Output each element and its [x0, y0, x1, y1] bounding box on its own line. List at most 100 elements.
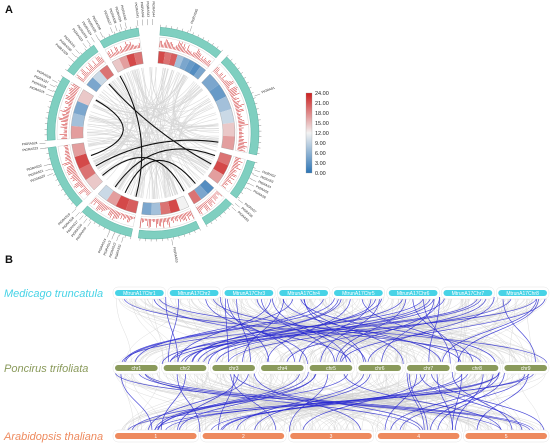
ring-tick [113, 31, 116, 35]
density-bar [74, 180, 82, 186]
density-bar [164, 39, 167, 48]
density-bar [186, 49, 190, 55]
gene-leader [106, 231, 110, 238]
gray-link [131, 70, 219, 142]
blue-synteny-link [271, 296, 347, 365]
gene-leader [254, 169, 261, 173]
gray-synteny-link [286, 371, 483, 433]
gray-synteny-link [474, 371, 518, 433]
gene-leader [248, 183, 254, 187]
density-bar [230, 92, 237, 96]
dark-link [102, 157, 185, 192]
gene-leader [86, 39, 91, 46]
density-bar [60, 120, 68, 123]
chromosome-segment [138, 195, 201, 242]
density-bar [221, 80, 225, 83]
density-bar [203, 202, 209, 210]
gray-link [178, 104, 213, 182]
gray-link [88, 142, 191, 188]
density-bar [198, 58, 201, 61]
density-bar [59, 119, 68, 121]
heatmap-cell [174, 54, 184, 69]
gray-synteny-link [260, 371, 271, 433]
legend-colorbar [305, 92, 313, 174]
density-bar [65, 151, 70, 154]
density-bar [235, 106, 242, 109]
density-bar [189, 210, 195, 219]
chromosome-bar [309, 365, 353, 371]
dark-link [114, 148, 216, 188]
density-bar [231, 97, 234, 99]
density-bar [197, 54, 202, 60]
density-bar [215, 69, 220, 74]
density-track [104, 37, 142, 61]
chromosome-ring [46, 76, 71, 141]
density-bar [238, 121, 245, 124]
density-bar [172, 46, 174, 50]
legend-tick: 18.00 [315, 111, 329, 117]
color-legend: 24.0021.0018.0015.0012.009.006.003.000.0… [305, 91, 329, 177]
gene-leader [82, 43, 87, 48]
density-bar [170, 41, 173, 49]
density-bar [112, 210, 117, 220]
gray-synteny-link [232, 296, 360, 365]
gray-synteny-link [402, 371, 476, 433]
gene-leader [100, 31, 104, 38]
density-bar [221, 78, 224, 81]
density-bar [86, 71, 91, 75]
gray-link [111, 81, 219, 127]
blue-synteny-link [236, 296, 251, 365]
density-bar [165, 218, 167, 223]
heatmap-cell [106, 190, 122, 207]
blue-synteny-link [212, 296, 462, 365]
gene-label: PtGRAS24 [22, 141, 38, 146]
blue-synteny-link [156, 371, 309, 433]
gray-link [161, 70, 175, 198]
chromosome-bar [224, 290, 274, 296]
gene-leader [246, 187, 252, 191]
gene-leader [75, 212, 80, 217]
blue-synteny-link [120, 371, 153, 433]
gray-synteny-link [320, 296, 395, 365]
density-bar [65, 101, 73, 104]
ring-tick [210, 221, 213, 225]
gene-label: PtGRAS2 [262, 170, 277, 179]
gray-link [95, 73, 134, 167]
density-bar [66, 168, 75, 173]
ring-tick [58, 184, 61, 186]
panel-b-label: B [5, 254, 13, 266]
density-bar [223, 181, 229, 185]
blue-synteny-link [177, 371, 239, 433]
heatmap-border [141, 195, 190, 216]
ring-tick [58, 80, 61, 82]
gray-link [137, 135, 219, 198]
density-bar [90, 197, 97, 205]
blue-synteny-link [210, 371, 500, 433]
density-bar [128, 215, 131, 223]
gray-link [149, 67, 172, 197]
blue-synteny-link [253, 371, 371, 433]
density-bar [122, 213, 125, 217]
density-bar [113, 52, 116, 56]
gene-leader [43, 164, 50, 167]
ring-tick [223, 211, 226, 214]
gray-link [136, 150, 215, 198]
gene-label: PtGRAS11 [114, 243, 122, 259]
heatmap-cell [73, 100, 89, 117]
ring-tick [221, 49, 223, 52]
chromosome-label: 1 [154, 434, 157, 440]
density-bar [166, 40, 168, 49]
density-bar [65, 155, 71, 158]
density-bar [216, 190, 223, 197]
chromosome-ring [159, 27, 222, 59]
density-bar [201, 203, 208, 212]
density-bar [162, 218, 165, 228]
gene-leader [47, 89, 54, 92]
density-bar [120, 212, 122, 216]
density-bar [181, 43, 186, 53]
density-bar [203, 59, 207, 64]
density-bar [185, 45, 190, 54]
chromosome-bar [465, 433, 547, 439]
blue-synteny-link [233, 371, 424, 433]
blue-synteny-link [476, 371, 529, 433]
